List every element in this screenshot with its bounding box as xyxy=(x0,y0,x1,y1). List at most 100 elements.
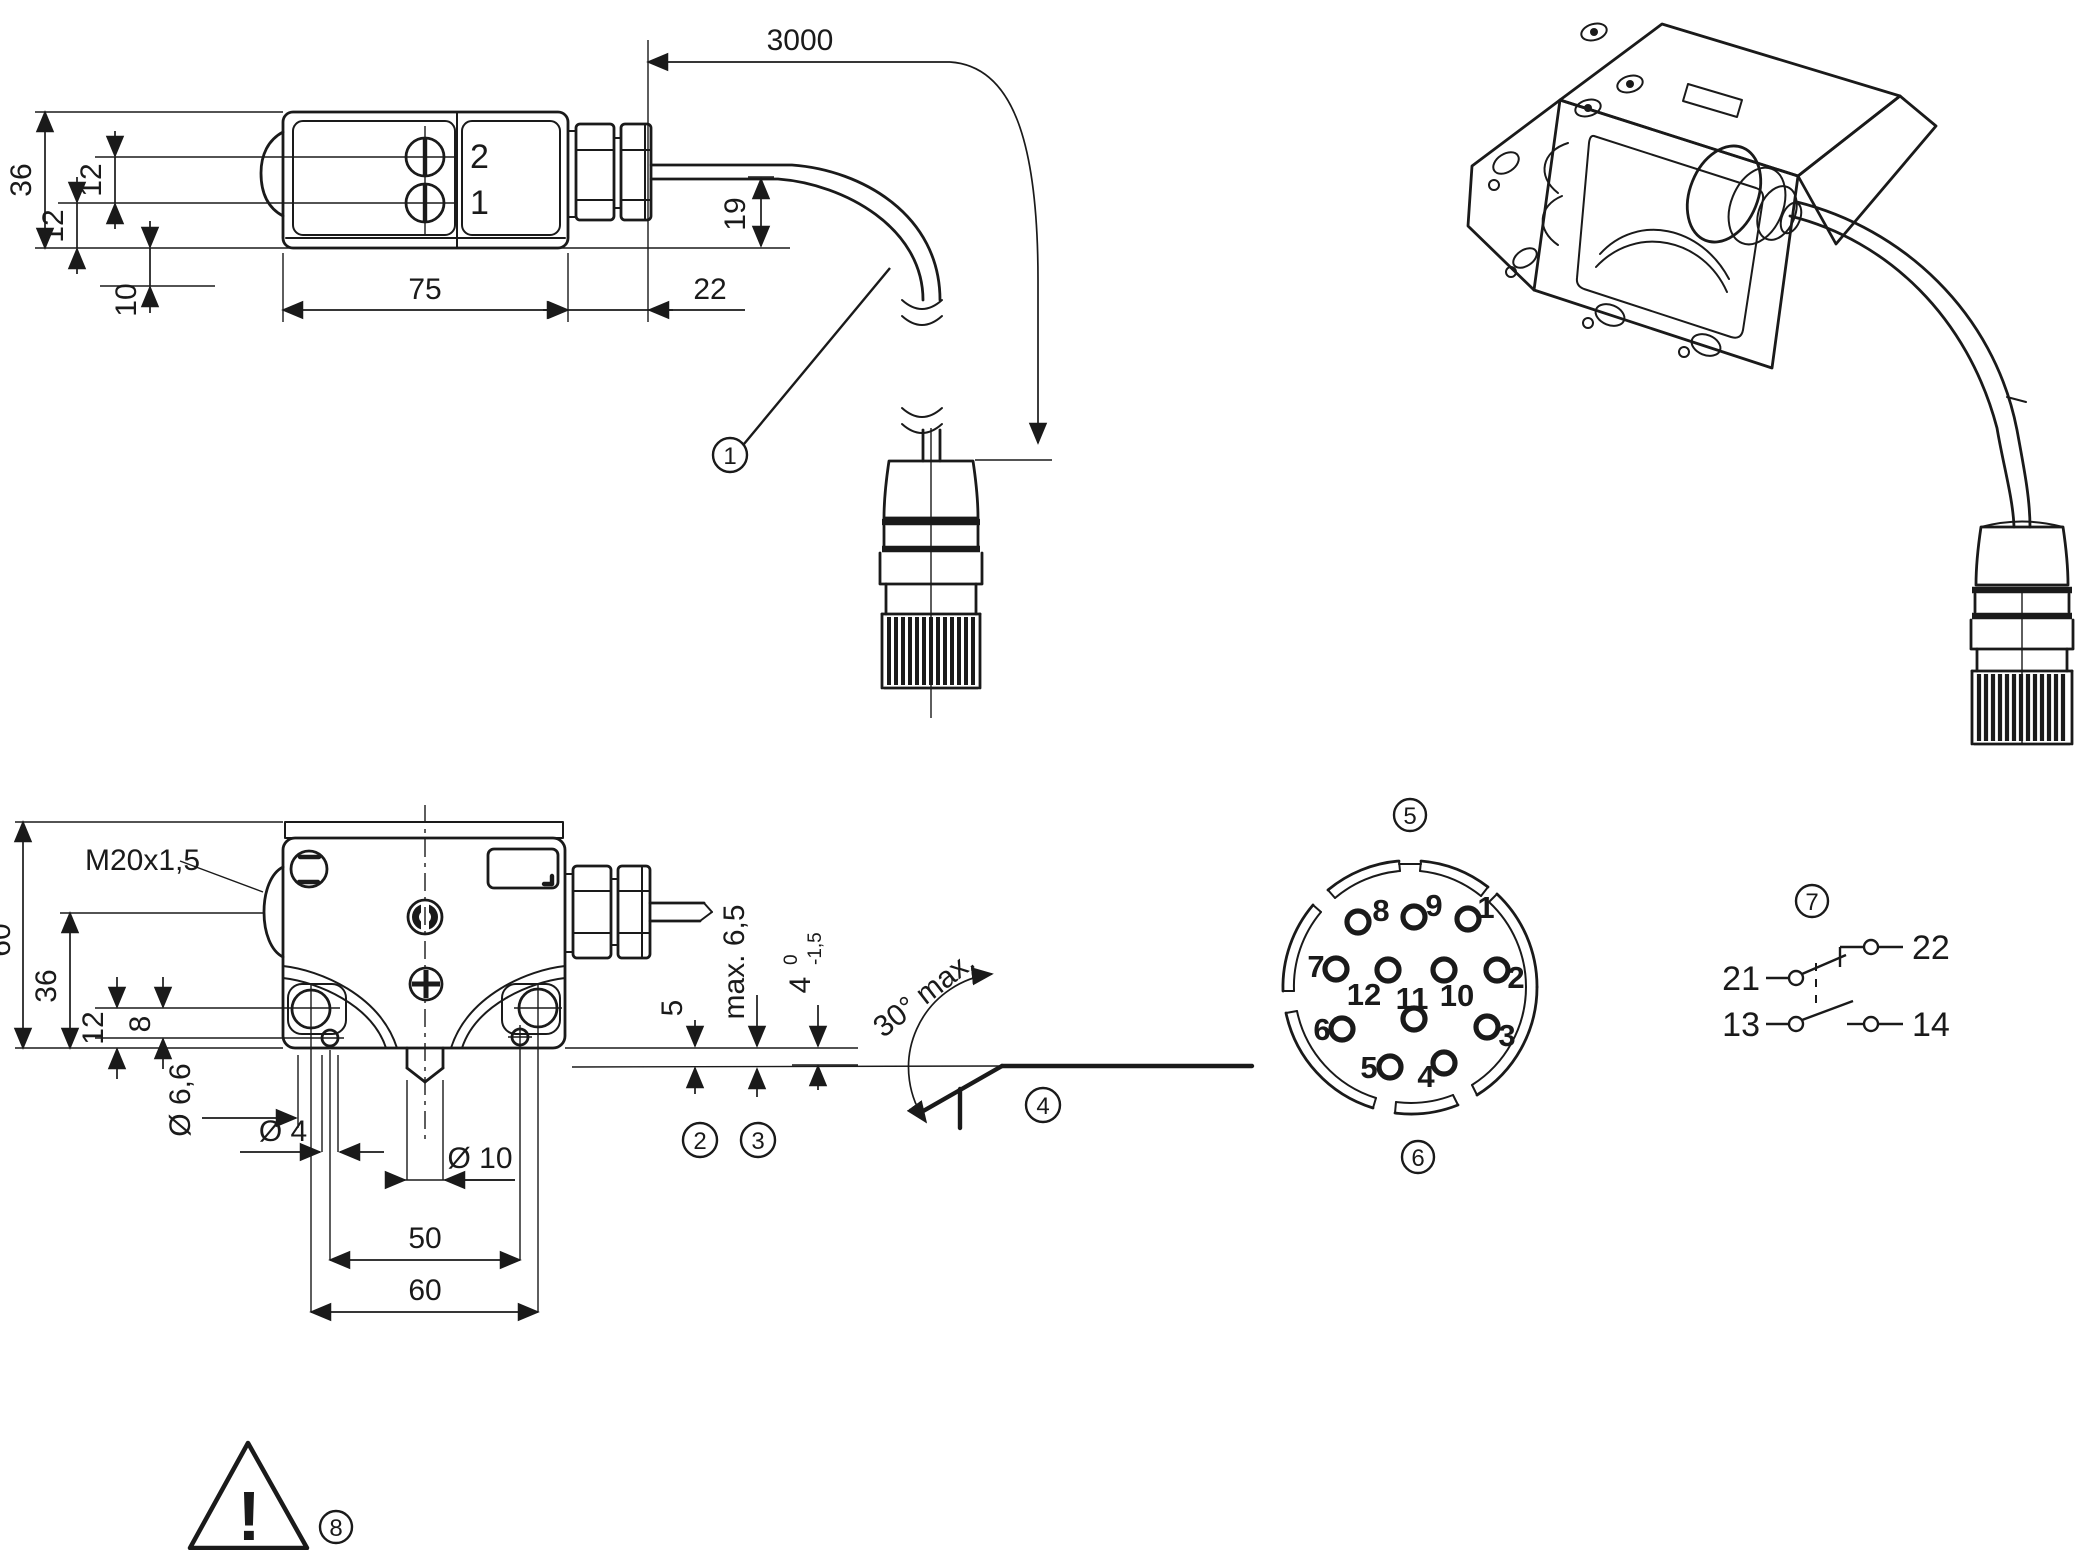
front-view-body xyxy=(262,805,713,1145)
front-view-dimensions: 60 36 12 8 M20x1,5 Ø 6, xyxy=(0,820,1255,1322)
flange-hole-icon xyxy=(1512,247,1538,269)
dim-cable-drop-label: 19 xyxy=(719,197,752,230)
callout-7: 7 xyxy=(1794,883,1830,919)
callout-8: 8 xyxy=(318,1509,354,1545)
side-view-connector xyxy=(878,428,984,718)
pin-11-label: 11 xyxy=(1396,981,1429,1016)
dia-pin-hole-label: Ø 4 xyxy=(259,1115,307,1148)
dim-mount-spacing-label: 60 xyxy=(408,1274,441,1307)
dim-plunger-travel-label: 5 xyxy=(656,1000,689,1017)
flange-hole-icon xyxy=(1492,151,1520,175)
pin-7-label: 7 xyxy=(1307,949,1324,984)
pin-7 xyxy=(1322,955,1350,983)
tol-upper-label: 0 xyxy=(781,954,802,965)
contact-terminal xyxy=(1862,1015,1880,1033)
knurl-icon xyxy=(887,617,975,685)
dia-mount-hole-label: Ø 6,6 xyxy=(164,1063,197,1136)
pin-11 xyxy=(1400,1005,1428,1033)
dim-travel-max-label: max. 6,5 xyxy=(718,904,751,1019)
dim-base-offset-label: 10 xyxy=(110,283,143,316)
pin-6 xyxy=(1328,1015,1356,1043)
thread-label: M20x1,5 xyxy=(85,844,200,877)
callout-4-label: 4 xyxy=(1036,1093,1049,1120)
dim-ramp-angle-label: 30° max. xyxy=(867,945,981,1044)
warning-symbol: ! 8 xyxy=(187,1440,354,1550)
side-screw-1-label: 1 xyxy=(470,184,489,222)
side-view-cable xyxy=(649,163,943,463)
cable-break-icon xyxy=(901,407,943,418)
pin-3-label: 3 xyxy=(1498,1018,1515,1053)
iso-connector xyxy=(1969,520,2075,746)
front-center-screw-lower xyxy=(408,966,444,1002)
pin-1 xyxy=(1454,905,1482,933)
dim-cable-length-label: 3000 xyxy=(767,24,834,57)
callout-3-label: 3 xyxy=(751,1128,764,1155)
pin-8-label: 8 xyxy=(1372,893,1389,928)
dim-pinhole-offset-label: 8 xyxy=(124,1016,157,1033)
dim-body-length-label: 75 xyxy=(408,273,441,306)
pin-10-label: 10 xyxy=(1440,978,1474,1013)
pin-9 xyxy=(1400,903,1428,931)
iso-recess xyxy=(1575,134,1765,339)
pinout-keyways xyxy=(1282,860,1498,1114)
pin-10 xyxy=(1430,956,1458,984)
contact-terminal xyxy=(1787,969,1805,987)
pinout-outer-ring xyxy=(1281,859,1539,1116)
dim-gland-length-label: 22 xyxy=(693,273,726,306)
tol-lower-label: -1,5 xyxy=(805,932,826,965)
dim-pinhole-spacing-label: 50 xyxy=(408,1222,441,1255)
side-view-dimensions: 36 12 12 10 75 22 xyxy=(5,24,1052,461)
dim-total-height-label: 36 xyxy=(5,163,38,196)
pin-5-label: 5 xyxy=(1360,1050,1377,1085)
callout-3: 3 xyxy=(739,1121,777,1159)
label-plate xyxy=(486,847,560,890)
dim-screw-base-label: 12 xyxy=(37,209,70,242)
pin-4-label: 4 xyxy=(1417,1059,1435,1094)
pin-2 xyxy=(1483,956,1511,984)
pinout-pins: 1 2 3 4 5 6 7 8 9 10 11 12 xyxy=(1307,888,1524,1094)
dim-hole-height-label: 12 xyxy=(77,1011,110,1044)
callout-1-label: 1 xyxy=(723,443,736,470)
warning-mark: ! xyxy=(237,1477,260,1550)
iso-right-face xyxy=(1796,94,1938,246)
side-view-body: 2 1 xyxy=(259,110,570,250)
iso-flange xyxy=(1466,98,1562,292)
dim-step-group: 4 0 -1,5 xyxy=(781,932,826,993)
contact-terminal xyxy=(1862,938,1880,956)
callout-2-label: 2 xyxy=(693,1128,706,1155)
callout-4: 4 xyxy=(1024,1086,1062,1124)
pin-5 xyxy=(1376,1053,1404,1081)
pin-6-label: 6 xyxy=(1313,1012,1330,1047)
terminal-14-label: 14 xyxy=(1912,1006,1950,1044)
warning-triangle-icon xyxy=(187,1440,310,1550)
callout-7-label: 7 xyxy=(1805,889,1818,916)
dia-center-pin-label: Ø 10 xyxy=(447,1142,512,1175)
pinout-view: 1 2 3 4 5 6 7 8 9 10 11 12 5 xyxy=(1281,797,1539,1175)
callout-5-label: 5 xyxy=(1403,803,1416,830)
callout-8-label: 8 xyxy=(329,1515,342,1542)
iso-gland xyxy=(1685,144,1803,246)
cable-break-icon xyxy=(901,299,943,310)
pin-2-label: 2 xyxy=(1507,960,1524,995)
pin-8 xyxy=(1344,908,1372,936)
callout-6: 6 xyxy=(1400,1139,1436,1175)
pin-12-label: 12 xyxy=(1347,977,1381,1012)
terminal-13-label: 13 xyxy=(1722,1006,1760,1044)
iso-top-screws xyxy=(1574,22,1644,118)
callout-5: 5 xyxy=(1392,797,1428,833)
pin-1-label: 1 xyxy=(1477,890,1494,925)
pin-4 xyxy=(1430,1049,1458,1077)
pin-3 xyxy=(1473,1013,1501,1041)
side-view-gland xyxy=(567,122,653,222)
iso-cable xyxy=(1788,200,2032,529)
dim-step-label: 4 xyxy=(784,977,817,994)
circuit-diagram: 7 21 22 13 14 xyxy=(1722,883,1950,1044)
dim-screw-spacing-label: 12 xyxy=(75,163,108,196)
dim-body-height-label: 60 xyxy=(0,923,17,956)
terminal-22-label: 22 xyxy=(1912,929,1950,967)
side-screw-2-label: 2 xyxy=(470,138,489,176)
side-view: 2 1 xyxy=(5,24,1052,718)
pinout-inner-ring xyxy=(1292,870,1528,1104)
